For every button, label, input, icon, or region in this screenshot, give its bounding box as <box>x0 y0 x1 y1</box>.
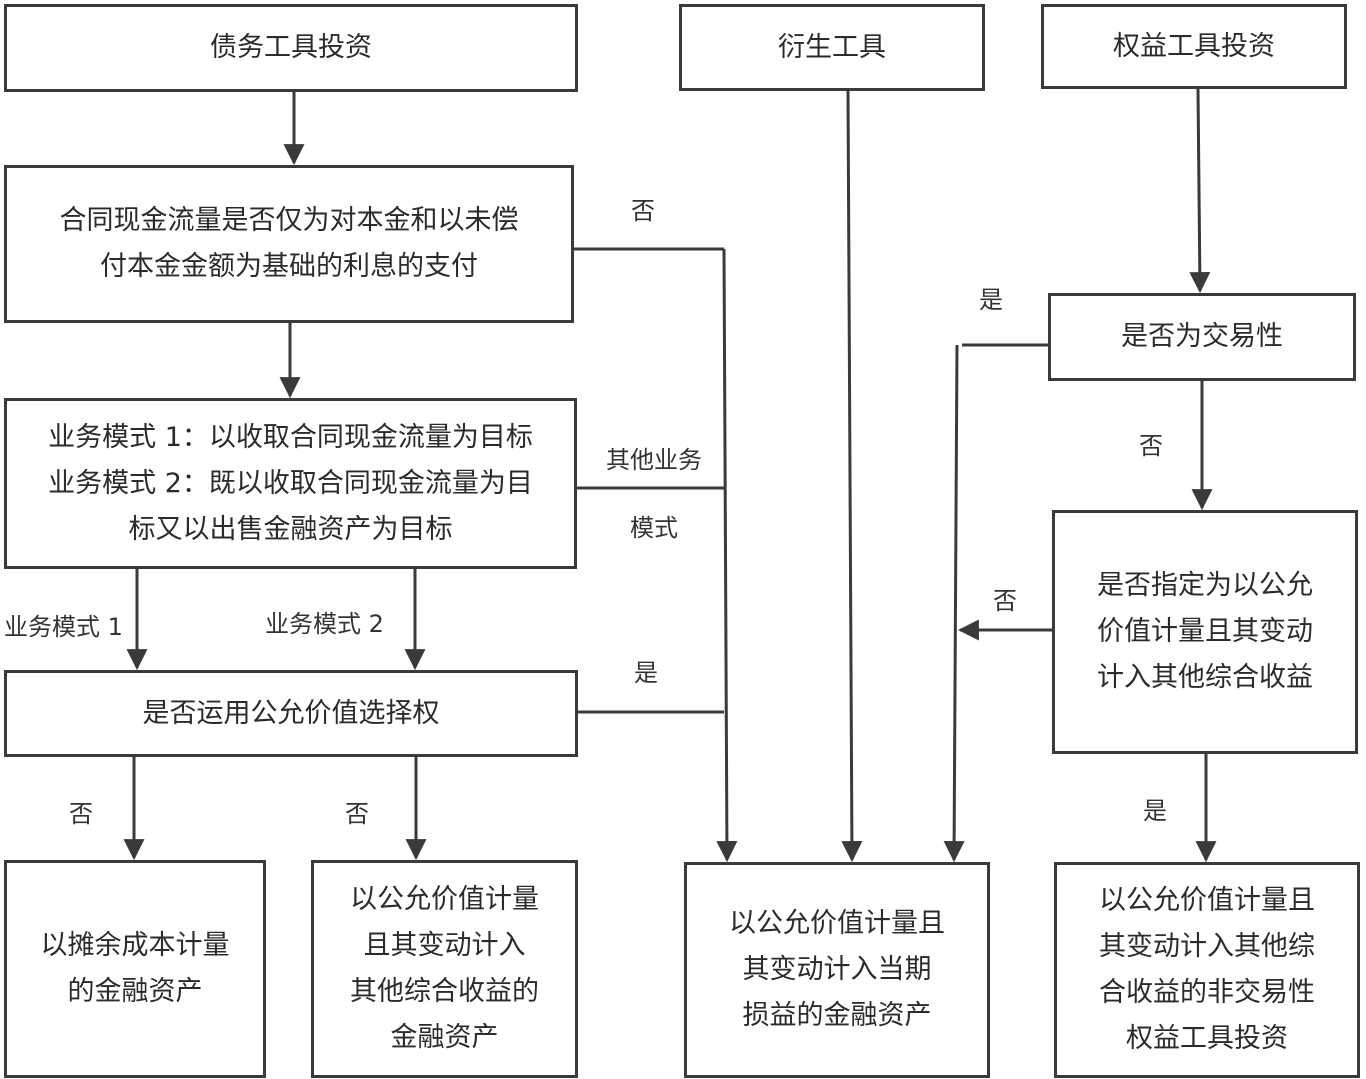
equity-fvoci-box: 以公允价值计量且 其变动计入其他综 合收益的非交易性 权益工具投资 <box>1054 862 1360 1078</box>
fvoci-debt-line-2: 且其变动计入 <box>363 930 526 961</box>
equity-investment-label: 权益工具投资 <box>1113 30 1275 62</box>
designated-fvoci-line-2: 价值计量且其变动 <box>1097 616 1313 647</box>
business-model-line-1: 业务模式 1：以收取合同现金流量为目标 <box>48 421 533 453</box>
debt-investment-box: 债务工具投资 <box>4 4 578 92</box>
equity-fvoci-line-4: 权益工具投资 <box>1126 1023 1288 1054</box>
equity-fvoci-line-1: 以公允价值计量且 <box>1099 885 1315 916</box>
sppi-test-box: 合同现金流量是否仅为对本金和以未偿 付本金金额为基础的利息的支付 <box>4 165 574 323</box>
held-for-trading-label: 是否为交易性 <box>1121 321 1283 352</box>
arrow-trading-yes-to-fvtpl <box>943 344 965 863</box>
designated-no-label: 否 <box>993 587 1017 615</box>
fvoci-debt-line-1: 以公允价值计量 <box>350 884 539 915</box>
fvo-no-left-label: 否 <box>69 800 93 828</box>
fvtpl-line-3: 损益的金融资产 <box>742 1000 932 1031</box>
fvtpl-box: 以公允价值计量且 其变动计入当期 损益的金融资产 <box>684 862 990 1078</box>
model2-label: 业务模式 2 <box>265 610 384 638</box>
fair-value-option-box: 是否运用公允价值选择权 <box>4 670 578 757</box>
arrow-derivative-to-fvtpl <box>841 90 863 863</box>
fvo-yes-label: 是 <box>634 659 658 687</box>
model1-label: 业务模式 1 <box>4 613 123 641</box>
fvtpl-line-1: 以公允价值计量且 <box>729 908 945 939</box>
derivative-box: 衍生工具 <box>679 4 985 91</box>
equity-fvoci-line-2: 其变动计入其他综 <box>1099 931 1315 962</box>
business-model-line-2: 业务模式 2：既以收取合同现金流量为目 <box>48 467 533 499</box>
amortized-cost-line-1: 以摊余成本计量 <box>40 930 230 961</box>
held-for-trading-box: 是否为交易性 <box>1048 293 1356 381</box>
fvoci-debt-line-3: 其他综合收益的 <box>350 976 539 1007</box>
designated-fvoci-line-3: 计入其他综合收益 <box>1097 662 1313 693</box>
fair-value-option-label: 是否运用公允价值选择权 <box>142 697 440 729</box>
trading-yes-label: 是 <box>979 286 1003 314</box>
amortized-cost-box: 以摊余成本计量 的金融资产 <box>4 860 266 1078</box>
sppi-test-line-1: 合同现金流量是否仅为对本金和以未偿 <box>59 205 519 236</box>
trading-no-label: 否 <box>1139 432 1163 460</box>
business-model-box: 业务模式 1：以收取合同现金流量为目标 业务模式 2：既以收取合同现金流量为目 … <box>4 398 577 569</box>
equity-fvoci-line-3: 合收益的非交易性 <box>1099 977 1315 1008</box>
fvoci-debt-line-4: 金融资产 <box>390 1022 499 1053</box>
sppi-test-line-2: 付本金金额为基础的利息的支付 <box>100 251 478 282</box>
designated-yes-label: 是 <box>1143 797 1167 825</box>
arrow-equity-to-trading <box>1189 88 1211 294</box>
equity-investment-box: 权益工具投资 <box>1041 4 1347 89</box>
other-model-label-2: 模式 <box>630 514 678 542</box>
other-model-label-1: 其他业务 <box>606 446 702 474</box>
fvo-no-right-label: 否 <box>345 800 369 828</box>
debt-investment-label: 债务工具投资 <box>210 32 372 63</box>
amortized-cost-line-2: 的金融资产 <box>67 976 203 1007</box>
fvoci-debt-box: 以公允价值计量 且其变动计入 其他综合收益的 金融资产 <box>311 860 578 1078</box>
arrow-collector-to-fvtpl <box>716 248 738 863</box>
fvtpl-line-2: 其变动计入当期 <box>742 954 932 985</box>
sppi-no-label: 否 <box>631 197 655 225</box>
designated-fvoci-box: 是否指定为以公允 价值计量且其变动 计入其他综合收益 <box>1052 510 1358 754</box>
derivative-label: 衍生工具 <box>778 31 886 63</box>
business-model-line-3: 标又以出售金融资产为目标 <box>128 513 453 545</box>
designated-fvoci-line-1: 是否指定为以公允 <box>1097 570 1313 601</box>
